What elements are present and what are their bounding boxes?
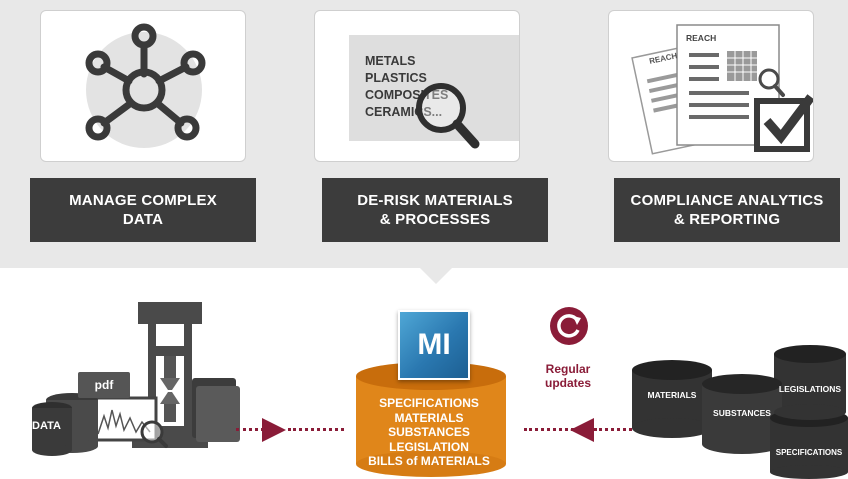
document-check-icon: [631, 24, 813, 155]
updates-line: updates: [544, 376, 591, 390]
label-line: MANAGE COMPLEX: [69, 192, 217, 209]
mi-list-item: SUBSTANCES: [388, 425, 470, 439]
arrow-left-icon: [570, 418, 594, 442]
flow-line-left-2: [288, 428, 344, 431]
label-line: & REPORTING: [673, 211, 781, 228]
mi-list-item: BILLS of MATERIALS: [368, 454, 490, 468]
flow-line-right: [524, 428, 574, 431]
regular-updates-label: Regular updates: [532, 362, 604, 390]
mi-logo: MI: [398, 310, 470, 380]
card-derisk: METALS PLASTICS COMPOSITES CERAMICS...: [314, 10, 520, 162]
test-machine-icon: [32, 302, 240, 456]
label-line: DE-RISK MATERIALS: [357, 192, 513, 209]
flow-line-right-2: [594, 428, 638, 431]
mi-list-item: MATERIALS: [394, 410, 464, 425]
magnifier-icon: [416, 83, 480, 149]
data-cylinder-label: DATA: [32, 420, 61, 432]
source-cylinders: [632, 345, 848, 479]
material-item: METALS: [365, 54, 416, 68]
mi-list-item: SPECIFICATIONS: [379, 396, 479, 410]
updates-line: Regular: [545, 362, 591, 376]
label-line: DATA: [122, 211, 164, 228]
mi-database-cylinder: [356, 362, 506, 477]
cylinder-label: SUBSTANCES: [713, 408, 771, 418]
label-manage-data: MANAGE COMPLEX DATA: [30, 178, 256, 242]
flow-line-left: [236, 428, 276, 431]
label-line: & PROCESSES: [379, 211, 491, 228]
doc-title: REACH: [686, 33, 717, 43]
mi-logo-text: MI: [417, 328, 451, 361]
label-line: COMPLIANCE ANALYTICS: [630, 192, 824, 209]
label-derisk: DE-RISK MATERIALS & PROCESSES: [322, 178, 548, 242]
refresh-icon: [550, 307, 588, 345]
mi-content-list: SPECIFICATIONS MATERIALS SUBSTANCES LEGI…: [354, 396, 504, 469]
material-list: METALS PLASTICS COMPOSITES CERAMICS...: [365, 53, 448, 121]
band-pointer: [418, 266, 454, 284]
material-item: PLASTICS: [365, 71, 427, 85]
cylinder-label: SPECIFICATIONS: [775, 448, 843, 457]
pdf-badge: pdf: [78, 372, 130, 398]
network-icon: [85, 23, 206, 148]
mi-list-item: LEGISLATION: [389, 439, 469, 454]
cylinder-label: MATERIALS: [647, 390, 697, 400]
arrow-right-icon: [262, 418, 286, 442]
cylinder-label: LEGISLATIONS: [778, 384, 842, 394]
label-compliance: COMPLIANCE ANALYTICS & REPORTING: [614, 178, 840, 242]
card-compliance: REACH REACH: [608, 10, 814, 162]
card-manage-data: [40, 10, 246, 162]
